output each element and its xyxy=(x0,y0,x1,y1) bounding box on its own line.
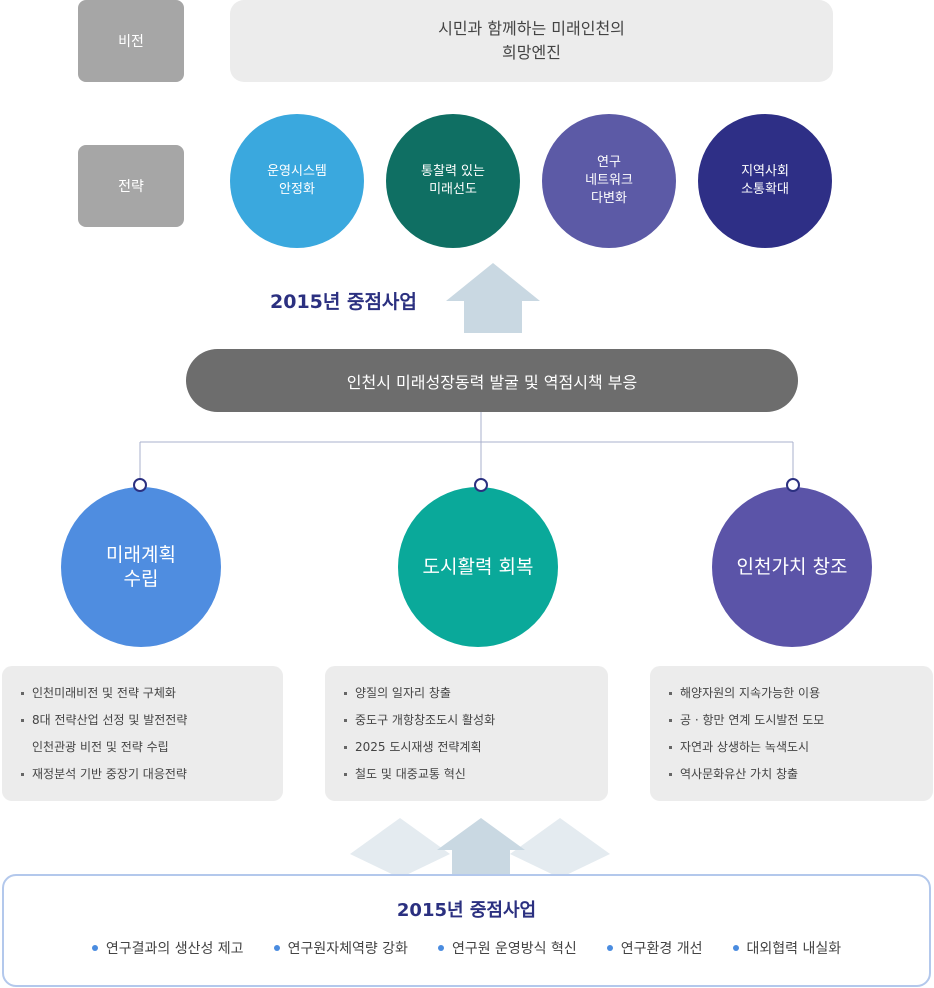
connector-node xyxy=(133,478,147,492)
bottom-title: 2015년 중점사업 xyxy=(396,900,537,921)
list-item: 철도 및 대중교통 혁신 xyxy=(343,761,596,788)
connector-lines xyxy=(139,412,794,478)
up-arrow-icon xyxy=(446,263,540,333)
vision-text-line1: 시민과 함께하는 미래인천의 xyxy=(438,19,625,38)
vision-text-line2: 희망엔진 xyxy=(502,43,561,62)
core-pill: 인천시 미래성장동력 발굴 및 역점시책 부응 xyxy=(186,349,798,412)
bottom-item: 연구원 운영방식 혁신 xyxy=(437,938,577,958)
list-item: 해양자원의 지속가능한 이용 xyxy=(668,680,921,707)
vision-label: 비전 xyxy=(78,0,184,82)
bottom-item: 연구원자체역량 강화 xyxy=(273,938,408,958)
bullet-dot-icon xyxy=(732,945,739,951)
bottom-item: 대외협력 내실화 xyxy=(732,938,841,958)
strategy-circle-network: 연구 네트워크 다변화 xyxy=(542,114,676,248)
bullet-dot-icon xyxy=(273,945,280,951)
pillar-card-future: 인천미래비전 및 전략 구체화 8대 전략산업 선정 및 발전전략 인천관광 비… xyxy=(2,666,283,801)
strategy-label: 전략 xyxy=(78,145,184,227)
list-item: 2025 도시재생 전략계획 xyxy=(343,734,596,761)
list-item: 양질의 일자리 창출 xyxy=(343,680,596,707)
bullet-dot-icon xyxy=(91,945,98,951)
connector-node xyxy=(474,478,488,492)
list-item: 8대 전략산업 선정 및 발전전략 xyxy=(20,707,271,734)
strategy-circle-operation: 운영시스템 안정화 xyxy=(230,114,364,248)
pillar-circle-future: 미래계획 수립 xyxy=(61,487,221,647)
bullet-dot-icon xyxy=(606,945,613,951)
bottom-arrows-icon xyxy=(350,818,610,878)
strategy-circle-community: 지역사회 소통확대 xyxy=(698,114,832,248)
vision-box: 시민과 함께하는 미래인천의 희망엔진 xyxy=(230,0,833,82)
bottom-item: 연구환경 개선 xyxy=(606,938,703,958)
list-item: 재정분석 기반 중장기 대응전략 xyxy=(20,761,271,788)
list-item: 중도구 개항창조도시 활성화 xyxy=(343,707,596,734)
pillar-circle-vitality: 도시활력 회복 xyxy=(398,487,558,647)
list-item: 인천관광 비전 및 전략 수립 xyxy=(32,740,169,754)
list-item: 공 · 항만 연계 도시발전 도모 xyxy=(668,707,921,734)
list-item: 자연과 상생하는 녹색도시 xyxy=(668,734,921,761)
bottom-focus-box: 2015년 중점사업 연구결과의 생산성 제고 연구원자체역량 강화 연구원 운… xyxy=(2,874,931,987)
bullet-dot-icon xyxy=(437,945,444,951)
strategy-circle-insight: 통찰력 있는 미래선도 xyxy=(386,114,520,248)
connector-node xyxy=(786,478,800,492)
pillar-card-value: 해양자원의 지속가능한 이용 공 · 항만 연계 도시발전 도모 자연과 상생하… xyxy=(650,666,933,801)
bottom-item: 연구결과의 생산성 제고 xyxy=(91,938,244,958)
bottom-items: 연구결과의 생산성 제고 연구원자체역량 강화 연구원 운영방식 혁신 연구환경… xyxy=(4,938,929,958)
pillar-card-vitality: 양질의 일자리 창출 중도구 개항창조도시 활성화 2025 도시재생 전략계획… xyxy=(325,666,608,801)
pillar-circle-value: 인천가치 창조 xyxy=(712,487,872,647)
focus-label-top: 2015년 중점사업 xyxy=(270,291,417,313)
list-item: 인천미래비전 및 전략 구체화 xyxy=(20,680,271,707)
list-item: 역사문화유산 가치 창출 xyxy=(668,761,921,788)
